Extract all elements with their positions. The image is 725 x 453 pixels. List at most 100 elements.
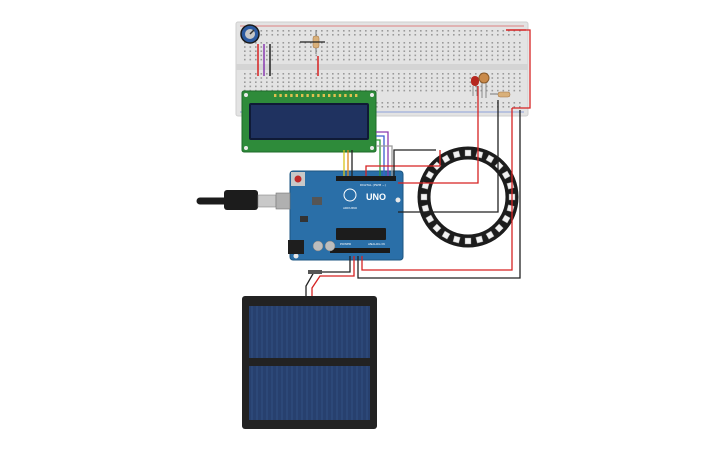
breadboard-hole: [370, 50, 373, 52]
breadboard-hole: [244, 85, 246, 88]
dc-power-jack[interactable]: [288, 240, 304, 254]
breadboard-hole: [299, 81, 301, 83]
led-red[interactable]: [471, 76, 479, 96]
lcd-pin: [284, 94, 288, 97]
breadboard-hole: [337, 42, 340, 44]
breadboard-hole: [244, 54, 246, 57]
breadboard-hole: [469, 42, 472, 44]
potentiometer[interactable]: [240, 24, 260, 44]
breadboard-hole: [304, 85, 307, 88]
breadboard-hole: [508, 73, 510, 75]
solar-panel[interactable]: [242, 296, 377, 429]
breadboard-hole: [359, 30, 362, 32]
breadboard-hole: [288, 77, 290, 79]
breadboard-hole: [293, 85, 296, 88]
breadboard-hole: [392, 73, 395, 75]
breadboard-hole: [453, 89, 455, 92]
breadboard-hole: [464, 54, 466, 57]
breadboard-hole: [447, 81, 450, 83]
breadboard-hole: [293, 30, 296, 32]
breadboard-hole: [288, 30, 290, 32]
breadboard-hole: [387, 102, 389, 104]
breadboard-hole: [464, 81, 466, 83]
breadboard-hole: [403, 50, 406, 52]
breadboard-hole: [244, 42, 246, 44]
breadboard-hole: [403, 46, 406, 48]
breadboard-hole: [359, 77, 362, 79]
breadboard-hole: [376, 34, 378, 36]
arduino-digital-label: DIGITAL (PWM ~): [360, 183, 386, 187]
breadboard-hole: [453, 50, 455, 52]
breadboard-hole: [475, 30, 477, 32]
breadboard-hole: [458, 58, 461, 61]
breadboard-hole: [458, 89, 461, 92]
breadboard-hole: [502, 54, 505, 57]
resistor-right[interactable]: [490, 91, 511, 98]
breadboard-hole: [249, 58, 252, 61]
breadboard-hole: [398, 34, 400, 36]
neopixel-ring[interactable]: [417, 146, 519, 248]
breadboard-hole: [414, 81, 417, 83]
neopixel-led: [441, 154, 451, 164]
breadboard-hole: [502, 73, 505, 75]
breadboard-hole: [480, 106, 483, 108]
breadboard-hole: [469, 106, 472, 108]
breadboard-hole: [315, 58, 318, 61]
breadboard-hole: [519, 42, 521, 44]
breadboard-hole: [513, 77, 516, 79]
arduino-uno[interactable]: UNO ARDUINO DIGITAL (PWM ~) POWER ANALOG…: [289, 170, 404, 261]
breadboard-hole: [442, 42, 444, 44]
breadboard-hole: [299, 58, 301, 61]
breadboard-hole: [508, 102, 510, 104]
breadboard-hole: [497, 42, 499, 44]
breadboard-hole: [354, 30, 356, 32]
neopixel-leds: [420, 149, 516, 245]
breadboard-hole: [365, 42, 367, 44]
breadboard-hole: [332, 73, 334, 75]
breadboard-hole: [486, 54, 488, 57]
neopixel-led: [441, 230, 451, 240]
photoresistor[interactable]: [478, 72, 490, 98]
breadboard-hole: [376, 50, 378, 52]
breadboard-hole: [398, 106, 400, 108]
breadboard-hole: [288, 85, 290, 88]
breadboard-hole: [447, 30, 450, 32]
breadboard-hole: [354, 46, 356, 48]
breadboard-hole: [310, 77, 312, 79]
lcd-display[interactable]: [241, 90, 377, 153]
breadboard-hole: [255, 85, 257, 88]
breadboard-hole: [508, 34, 510, 36]
breadboard-hole: [354, 42, 356, 44]
breadboard-hole: [425, 34, 428, 36]
breadboard-hole: [480, 42, 483, 44]
breadboard-hole: [288, 42, 290, 44]
breadboard-hole: [392, 58, 395, 61]
breadboard-hole: [260, 30, 263, 32]
breadboard-hole: [376, 81, 378, 83]
breadboard-hole: [398, 77, 400, 79]
breadboard-hole: [293, 54, 296, 57]
lcd-pin: [317, 94, 320, 97]
lcd-pin: [279, 94, 282, 97]
lcd-pin: [328, 94, 331, 97]
breadboard-hole: [458, 106, 461, 108]
breadboard-hole: [271, 42, 274, 44]
breadboard-hole: [442, 34, 444, 36]
breadboard-hole: [299, 30, 301, 32]
breadboard-hole: [392, 85, 395, 88]
breadboard-hole: [326, 85, 329, 88]
breadboard-hole: [266, 46, 268, 48]
breadboard-hole: [469, 85, 472, 88]
breadboard-hole: [508, 50, 510, 52]
breadboard-hole: [359, 85, 362, 88]
neopixel-led: [485, 154, 495, 164]
breadboard-hole: [332, 30, 334, 32]
breadboard-hole: [480, 85, 483, 88]
neopixel-led: [464, 149, 472, 157]
breadboard-hole: [304, 73, 307, 75]
breadboard-hole: [409, 30, 411, 32]
usb-cable[interactable]: [196, 190, 291, 210]
breadboard-hole: [304, 34, 307, 36]
breadboard-hole: [365, 85, 367, 88]
breadboard-hole: [343, 50, 345, 52]
